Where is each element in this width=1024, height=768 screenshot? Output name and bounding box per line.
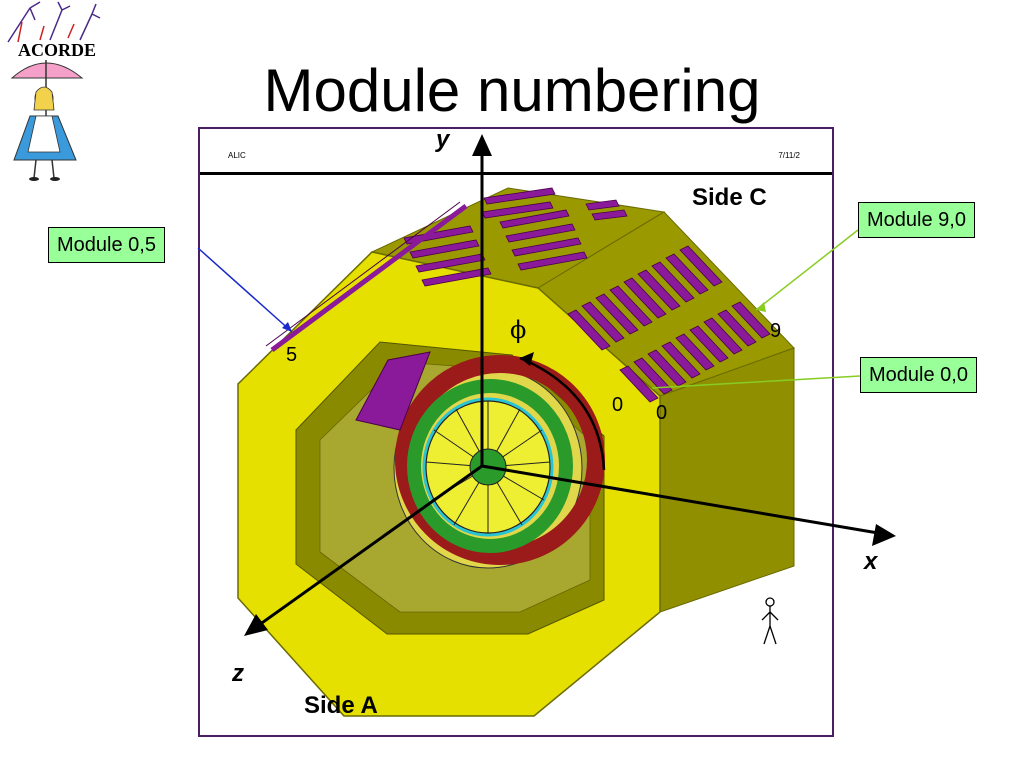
z-axis-arrowhead bbox=[244, 614, 268, 636]
axis-y-label: y bbox=[436, 126, 450, 153]
phi-arc-arrow bbox=[519, 356, 606, 471]
module-number-5: 5 bbox=[286, 344, 298, 366]
figure-header-left: ALIC bbox=[228, 151, 246, 160]
logo-text: ACORDE bbox=[18, 40, 97, 60]
x-axis-line bbox=[481, 464, 885, 536]
coordinate-axes bbox=[251, 146, 885, 632]
phi-label: ϕ bbox=[510, 316, 527, 344]
axis-z-label: z bbox=[232, 660, 244, 687]
side-c-label: Side C bbox=[692, 184, 767, 211]
figure-header: ALIC 7/11/2 bbox=[200, 129, 832, 175]
callout-module-0-0: Module 0,0 bbox=[860, 357, 977, 393]
callout-line-module-9-0 bbox=[755, 229, 859, 311]
slide-title: Module numbering bbox=[263, 57, 761, 124]
slope-face-modules bbox=[567, 245, 771, 403]
side-a-label: Side A bbox=[304, 692, 378, 719]
z-axis-line bbox=[251, 464, 483, 632]
module-number-9: 9 bbox=[770, 320, 782, 342]
callout-module-0-5: Module 0,5 bbox=[48, 227, 165, 263]
alice-illustration-icon bbox=[7, 1, 101, 181]
y-axis-arrowhead bbox=[472, 134, 492, 156]
callout-module-9-0: Module 9,0 bbox=[858, 202, 975, 238]
x-axis-arrowhead bbox=[872, 524, 896, 546]
module-number-0-a: 0 bbox=[612, 394, 624, 416]
figure-header-right: 7/11/2 bbox=[778, 151, 800, 160]
bore-purple-module bbox=[355, 351, 431, 431]
human-scale-icon bbox=[761, 597, 779, 645]
phi-arrowhead bbox=[520, 352, 534, 366]
barrel-cyan-ring bbox=[422, 397, 554, 537]
top-face-modules bbox=[403, 187, 628, 287]
callout-line-module-0-0 bbox=[651, 375, 861, 389]
module-0-5-strip bbox=[265, 201, 468, 353]
barrel-green-ring bbox=[407, 379, 573, 553]
acorde-logo: ACORDE bbox=[0, 0, 110, 185]
axis-x-label: x bbox=[864, 548, 878, 575]
module-number-0-b: 0 bbox=[656, 402, 668, 424]
callout-line-module-0-5 bbox=[197, 247, 293, 333]
barrel-red-ring bbox=[395, 355, 605, 565]
